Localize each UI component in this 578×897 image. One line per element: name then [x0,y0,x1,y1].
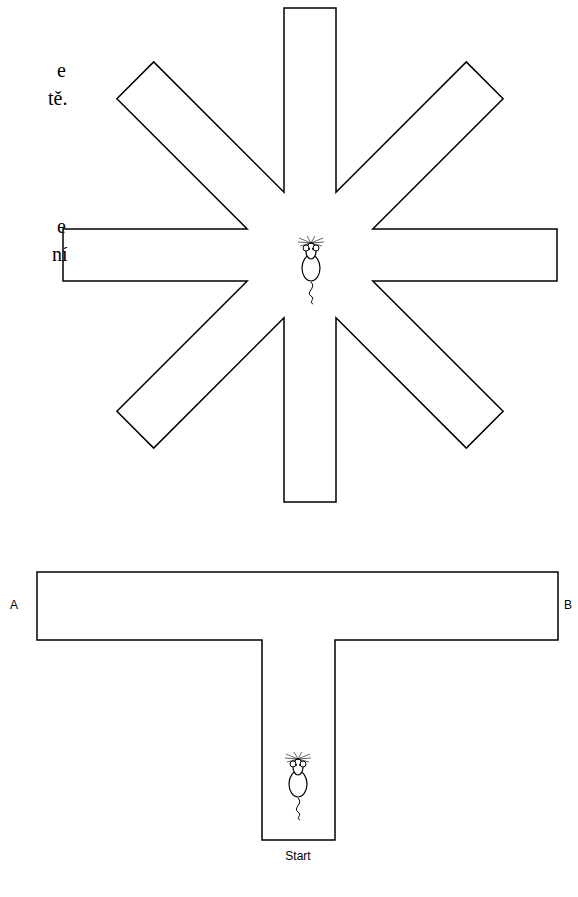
text-fragment: e [57,60,66,80]
arm-label: A [10,599,18,611]
text-fragment: e [57,216,66,236]
text-fragment: tě. [48,88,67,108]
t-maze [37,572,558,840]
mouse-figure [298,236,324,304]
text-fragment: ní [52,244,68,264]
start-label: Start [285,850,310,862]
arm-label: B [564,599,572,611]
mouse-figure [285,752,311,820]
radial-arm-maze [63,8,557,502]
